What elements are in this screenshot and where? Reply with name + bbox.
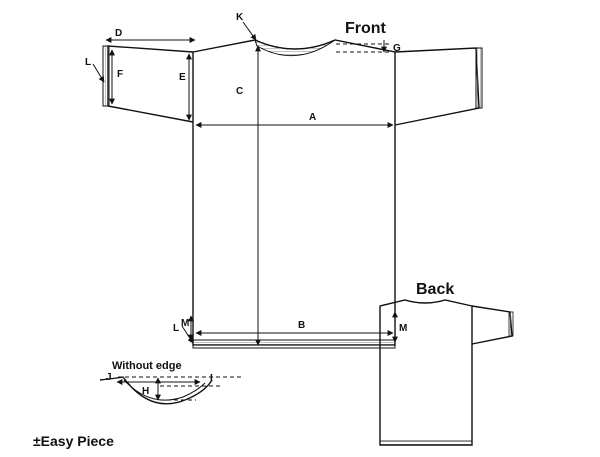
label-g: G bbox=[393, 43, 401, 54]
pointer-l-cuff bbox=[92, 63, 105, 83]
collar-inner-curve bbox=[123, 379, 206, 401]
front-labels: Front D F E C A B K L L M M G bbox=[85, 12, 407, 334]
label-j: J bbox=[106, 372, 112, 383]
label-l-cuff: L bbox=[85, 57, 91, 68]
front-right-sleeve bbox=[394, 47, 480, 126]
label-i-mark: I bbox=[210, 373, 213, 384]
label-m-left: M bbox=[181, 318, 189, 329]
label-c: C bbox=[236, 86, 243, 97]
front-title: Front bbox=[345, 20, 387, 37]
front-collar bbox=[254, 39, 336, 57]
front-left-sleeve bbox=[107, 45, 194, 123]
label-k: K bbox=[236, 12, 244, 23]
front-measure-lines bbox=[92, 21, 398, 346]
left-sleeve-cuff bbox=[102, 45, 110, 107]
label-e: E bbox=[179, 72, 186, 83]
pointer-l-hem bbox=[181, 325, 194, 344]
back-right-sleeve bbox=[471, 305, 513, 345]
back-body-outline bbox=[379, 299, 473, 446]
back-title: Back bbox=[416, 281, 454, 298]
brand-logo-text: ±Easy Piece bbox=[33, 433, 114, 449]
label-l-hem: L bbox=[173, 323, 179, 334]
back-sleeve-cuff bbox=[508, 311, 514, 337]
label-a: A bbox=[309, 112, 316, 123]
label-b: B bbox=[298, 320, 305, 331]
collar-outer-curve bbox=[99, 376, 213, 405]
label-d: D bbox=[115, 28, 122, 39]
collar-detail: Without edge J H I bbox=[99, 360, 242, 405]
pointer-k bbox=[242, 21, 257, 41]
label-m-right: M bbox=[399, 323, 407, 334]
label-f: F bbox=[117, 69, 123, 80]
right-sleeve-cuff bbox=[475, 47, 483, 109]
front-hem-band bbox=[192, 339, 396, 349]
back-shirt: Back bbox=[379, 281, 514, 446]
label-h: H bbox=[142, 386, 149, 397]
back-collar bbox=[404, 299, 446, 304]
front-shirt bbox=[102, 39, 483, 349]
front-body-outline bbox=[192, 39, 396, 346]
back-hem-band bbox=[379, 440, 473, 446]
collar-detail-caption: Without edge bbox=[112, 360, 182, 372]
